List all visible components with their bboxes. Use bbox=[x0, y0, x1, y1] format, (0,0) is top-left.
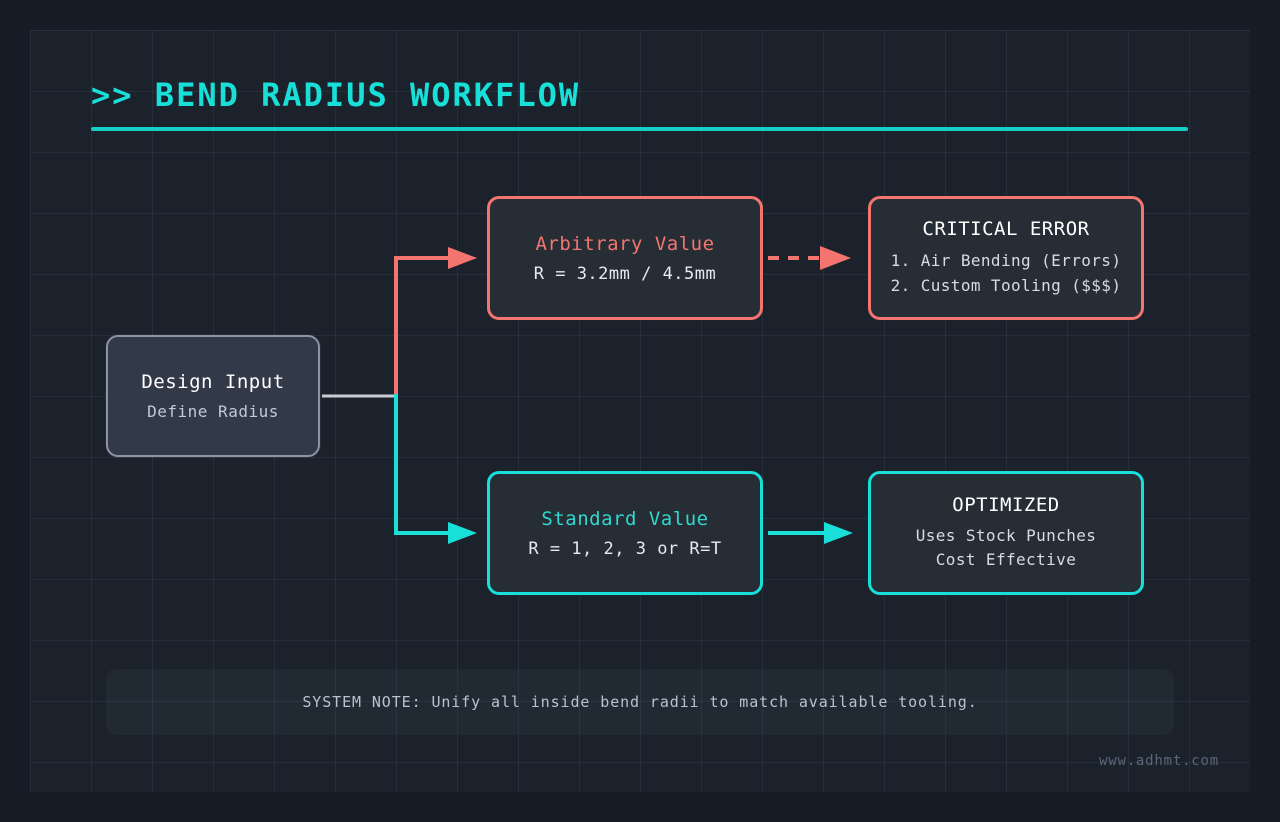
node-optimized-line: Uses Stock Punches bbox=[915, 526, 1097, 545]
node-arbitrary-value-headline: Arbitrary Value bbox=[535, 232, 715, 255]
node-arbitrary-value[interactable]: Arbitrary Value R = 3.2mm / 4.5mm bbox=[487, 196, 763, 320]
node-design-input-sub: Define Radius bbox=[147, 402, 279, 421]
node-arbitrary-value-sub: R = 3.2mm / 4.5mm bbox=[533, 263, 717, 284]
node-design-input-headline: Design Input bbox=[141, 371, 285, 393]
node-standard-value-sub: R = 1, 2, 3 or R=T bbox=[528, 538, 722, 559]
system-note-text: SYSTEM NOTE: Unify all inside bend radii… bbox=[302, 693, 978, 711]
node-optimized-headline: OPTIMIZED bbox=[952, 494, 1060, 516]
watermark: www.adhmt.com bbox=[1099, 753, 1219, 769]
node-critical-error-headline: CRITICAL ERROR bbox=[922, 218, 1090, 240]
node-standard-value-headline: Standard Value bbox=[541, 507, 709, 530]
background-grid bbox=[30, 30, 1250, 792]
node-critical-error-item: 2. Custom Tooling ($$$) bbox=[890, 276, 1122, 295]
node-critical-error-item: 1. Air Bending (Errors) bbox=[890, 251, 1122, 270]
system-note-bar: SYSTEM NOTE: Unify all inside bend radii… bbox=[106, 669, 1174, 735]
node-critical-error[interactable]: CRITICAL ERROR 1. Air Bending (Errors) 2… bbox=[868, 196, 1144, 320]
node-optimized-line: Cost Effective bbox=[935, 550, 1077, 569]
node-design-input[interactable]: Design Input Define Radius bbox=[106, 335, 320, 457]
node-optimized[interactable]: OPTIMIZED Uses Stock Punches Cost Effect… bbox=[868, 471, 1144, 595]
node-standard-value[interactable]: Standard Value R = 1, 2, 3 or R=T bbox=[487, 471, 763, 595]
page-title: >> BEND RADIUS WORKFLOW bbox=[91, 74, 1191, 116]
title-underline bbox=[91, 127, 1188, 131]
page-title-text: >> BEND RADIUS WORKFLOW bbox=[91, 76, 581, 114]
